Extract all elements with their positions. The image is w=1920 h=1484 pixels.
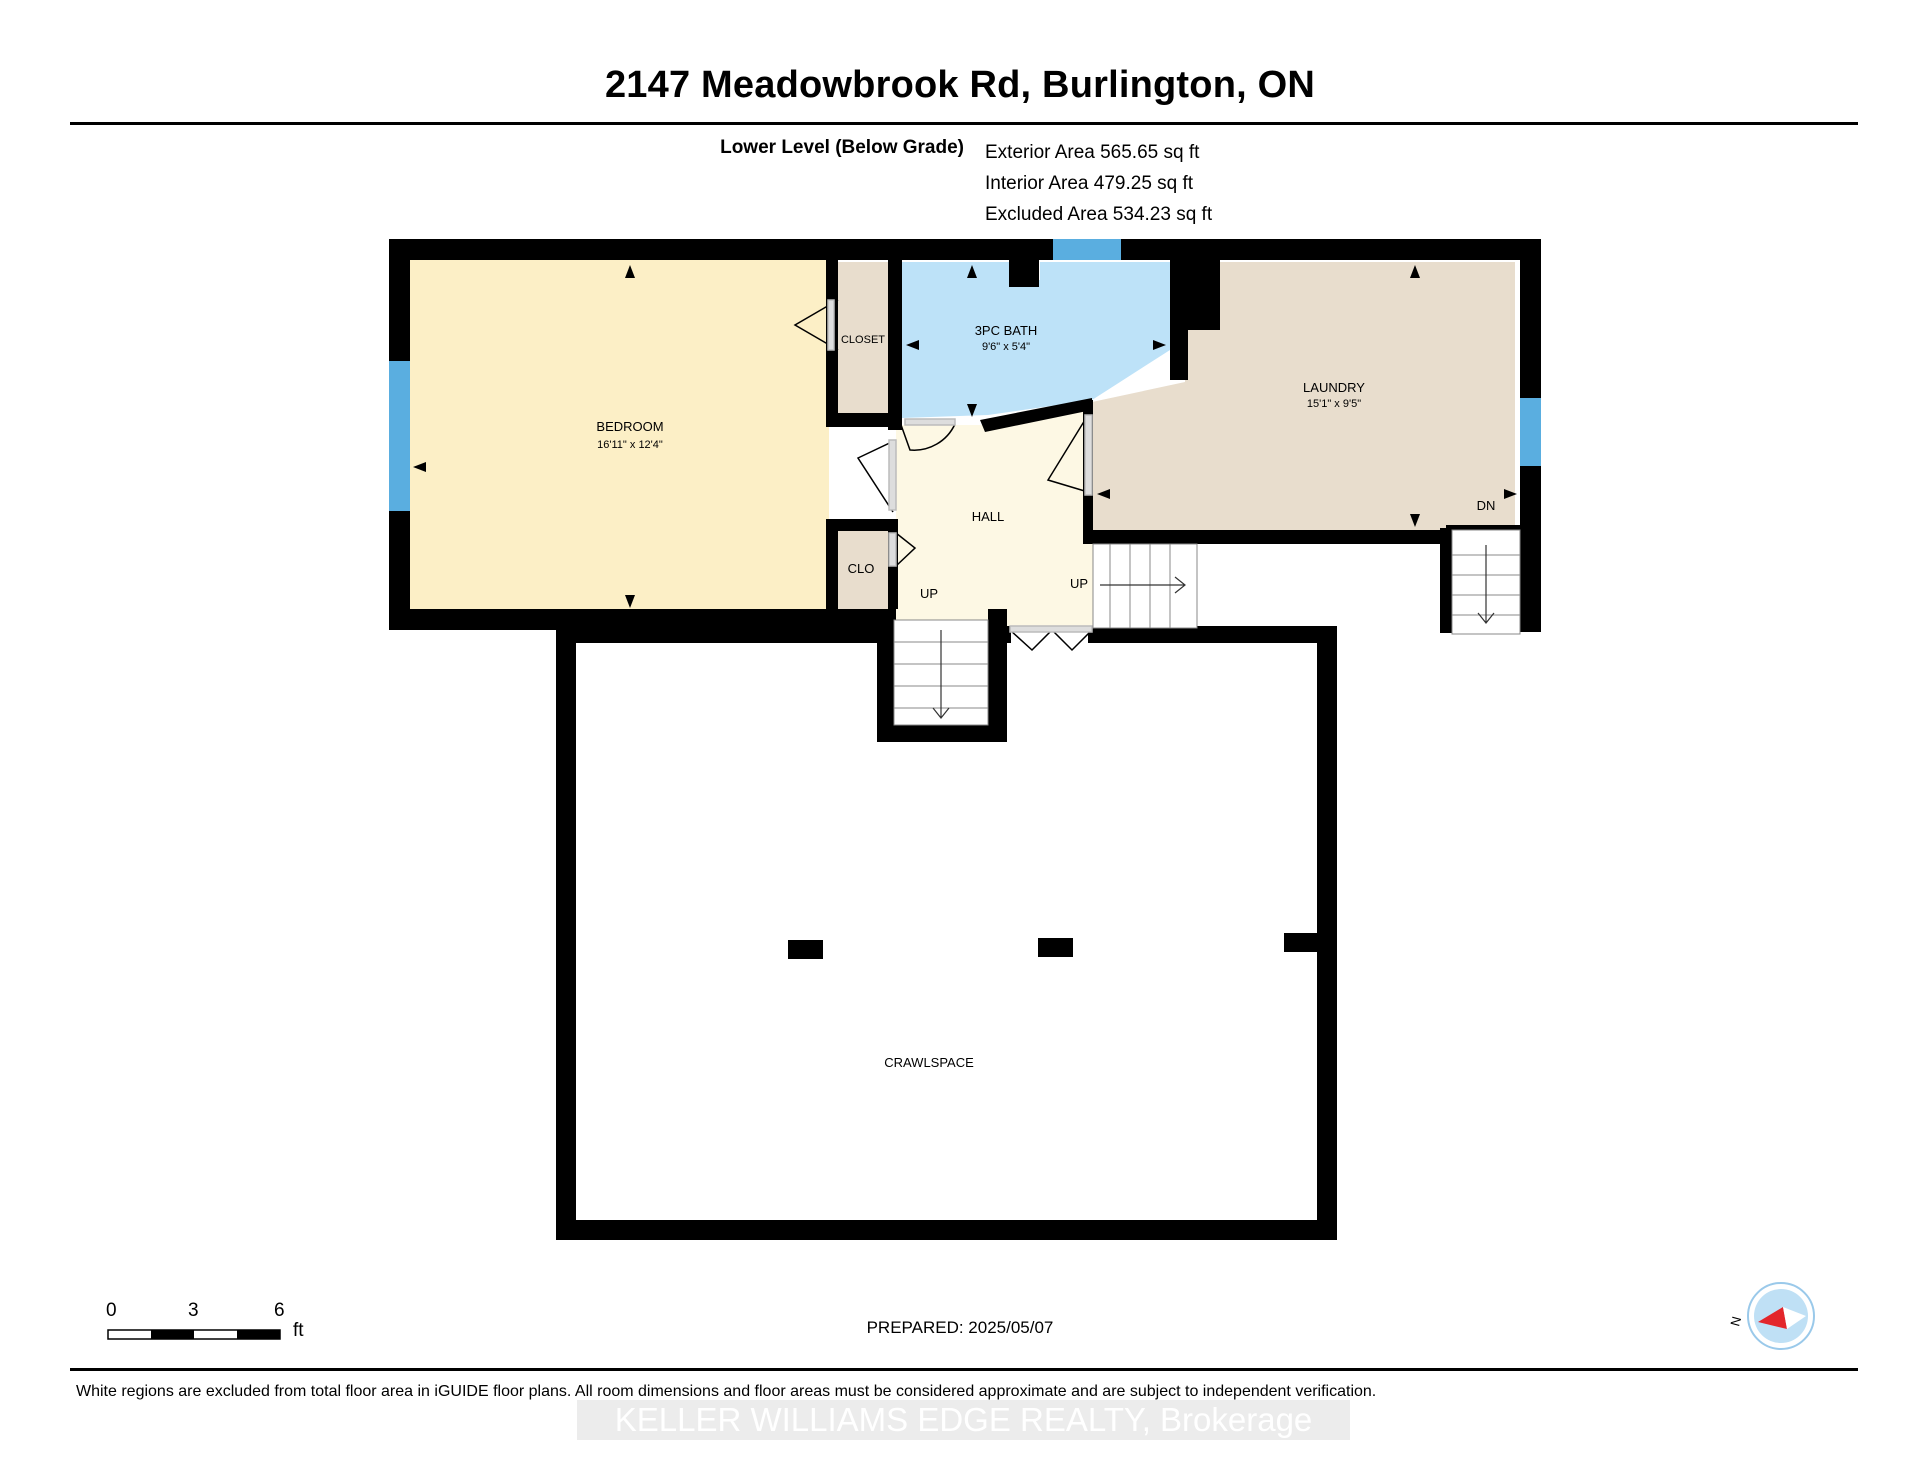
hall-label: HALL [972,509,1005,524]
scale-tick-0: 0 [106,1300,117,1321]
laundry-dims: 15'1" x 9'5" [1307,398,1361,410]
interior-area: Interior Area 479.25 sq ft [985,173,1194,194]
area-summary: Exterior Area 565.65 sq ft Interior Area… [985,137,1212,230]
bedroom-dims: 16'11" x 12'4" [597,439,663,451]
exterior-area: Exterior Area 565.65 sq ft [985,142,1200,163]
title-divider [70,122,1858,125]
doors [793,299,1093,652]
bath-label: 3PC BATH [975,323,1038,338]
laundry-label: LAUNDRY [1303,380,1365,395]
scale-bar [107,1329,281,1340]
dimension-markers [413,265,1517,608]
prepared-date: PREPARED: 2025/05/07 [866,1318,1054,1337]
stair-up-right-label: UP [1070,576,1088,591]
bath-window [1053,239,1121,260]
page-title: 2147 Meadowbrook Rd, Burlington, ON [604,64,1316,106]
crawlspace-label: CRAWLSPACE [884,1055,974,1070]
bath-dims: 9'6" x 5'4" [982,341,1030,353]
disclaimer: White regions are excluded from total fl… [76,1383,1377,1400]
clo-label: CLO [848,561,875,576]
bedroom-fill [409,260,829,609]
stair-arrows [932,545,1495,719]
stair-down-label: DN [1477,498,1496,513]
compass-north-label: N [1727,1315,1744,1328]
scale-tick-3: 3 [188,1300,199,1321]
closet-label: CLOSET [841,334,885,346]
bedroom-label: BEDROOM [596,419,663,434]
level-label: Lower Level (Below Grade) [720,137,964,158]
laundry-window [1520,398,1541,466]
scale-unit: ft [293,1320,304,1341]
brokerage-watermark: KELLER WILLIAMS EDGE REALTY, Brokerage [577,1400,1350,1440]
bath-fill [902,262,1170,418]
stair-up-left-label: UP [920,586,938,601]
hall-fill [896,410,1093,630]
bedroom-window [389,361,410,511]
clo-fill [838,529,888,609]
compass-icon: N [1727,1282,1815,1350]
laundry-fill [1092,262,1515,530]
excluded-area: Excluded Area 534.23 sq ft [985,204,1213,225]
footer-divider [70,1368,1858,1371]
scale-tick-6: 6 [274,1300,285,1321]
closet-fill [838,262,888,419]
